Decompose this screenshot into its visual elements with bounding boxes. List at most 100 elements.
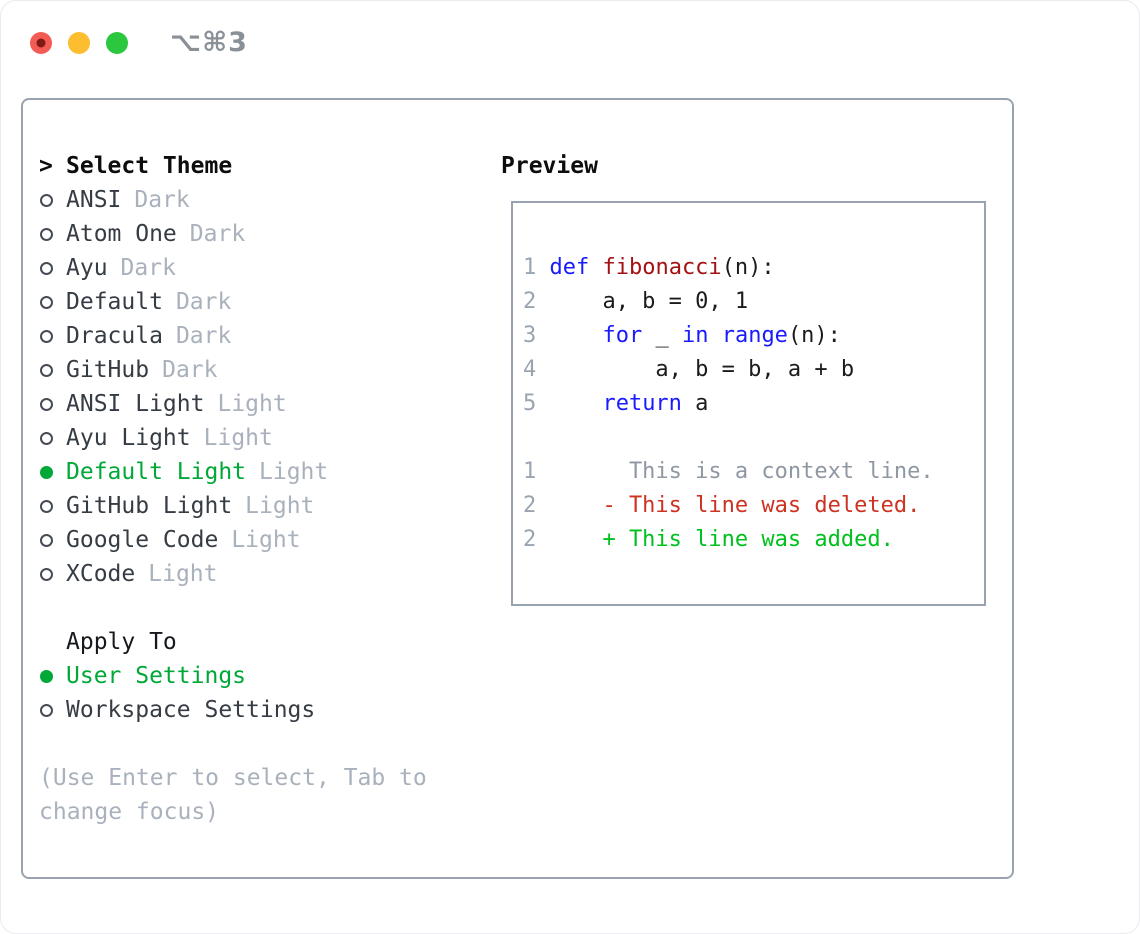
theme-item-github[interactable]: GitHub Dark	[39, 353, 427, 387]
theme-item-ayu[interactable]: Ayu Dark	[39, 251, 427, 285]
code-segment-plain: (n):	[787, 323, 841, 348]
spacer-row	[39, 727, 427, 761]
window-titlebar: ⌥⌘3	[30, 27, 248, 58]
cursor-glyph: >	[39, 153, 53, 179]
radio-icon	[40, 669, 53, 683]
radio-wrap	[39, 329, 66, 343]
theme-variant: Light	[148, 561, 218, 587]
code-segment-plain	[549, 391, 602, 416]
code-segment-plain: a, b = b, a + b	[549, 357, 855, 382]
code-segment-plain	[589, 255, 602, 280]
line-number: 2	[523, 527, 537, 552]
preview-heading: Preview	[501, 153, 598, 179]
code-line: 5 return a	[523, 387, 984, 421]
radio-wrap	[39, 533, 66, 547]
theme-list-header: > Select Theme	[39, 149, 427, 183]
theme-item-atom-one[interactable]: Atom One Dark	[39, 217, 427, 251]
line-number: 5	[523, 391, 537, 416]
radio-wrap	[39, 567, 66, 581]
theme-name: ANSI Light	[66, 391, 205, 417]
radio-wrap	[39, 295, 66, 309]
code-segment-plain: _	[642, 323, 682, 348]
radio-icon	[40, 295, 53, 309]
line-number: 1	[523, 255, 537, 280]
code-line: 1 def fibonacci(n):	[523, 251, 984, 285]
theme-item-dracula[interactable]: Dracula Dark	[39, 319, 427, 353]
theme-name: Ayu Light	[66, 425, 191, 451]
unsaved-indicator-icon	[36, 38, 46, 47]
theme-name: Dracula	[66, 323, 163, 349]
radio-icon	[40, 465, 53, 479]
code-line: 4 a, b = b, a + b	[523, 353, 984, 387]
cursor-icon: >	[39, 153, 66, 179]
radio-wrap	[39, 193, 66, 207]
code-segment-keyword: for	[602, 323, 643, 348]
code-segment-keyword: def	[549, 255, 590, 280]
theme-name: Default Light	[66, 459, 247, 485]
close-button[interactable]	[30, 31, 52, 54]
theme-variant: Dark	[162, 357, 218, 383]
theme-variant: Dark	[189, 221, 246, 247]
radio-icon	[40, 363, 53, 377]
code-line	[523, 421, 984, 455]
maximize-button[interactable]	[106, 31, 128, 54]
radio-icon	[40, 329, 53, 343]
theme-variant: Dark	[175, 323, 232, 349]
theme-list-title: Select Theme	[66, 153, 233, 179]
code-segment-deleted: - This line was deleted.	[549, 493, 921, 518]
spacer-row	[39, 591, 427, 625]
theme-name: GitHub Light	[66, 493, 233, 519]
line-number: 2	[523, 493, 537, 518]
line-number: 3	[523, 323, 537, 348]
code-segment-plain	[708, 323, 721, 348]
code-segment-plain: a, b = 0, 1	[549, 289, 749, 314]
help-text-line-2: change focus)	[39, 799, 220, 825]
theme-item-xcode[interactable]: XCode Light	[39, 557, 427, 591]
line-number: 2	[523, 289, 537, 314]
radio-wrap	[39, 363, 66, 377]
theme-variant: Dark	[120, 255, 176, 281]
code-line: 2 - This line was deleted.	[523, 489, 984, 523]
minimize-button[interactable]	[68, 31, 90, 54]
radio-icon	[40, 567, 53, 581]
radio-icon	[40, 703, 53, 717]
radio-wrap	[39, 703, 66, 717]
code-segment-plain: (n):	[721, 255, 775, 280]
theme-name: GitHub	[66, 357, 150, 383]
theme-name: Default	[66, 289, 163, 315]
apply-to-header: Apply To	[39, 625, 427, 659]
radio-wrap	[39, 397, 66, 411]
radio-wrap	[39, 227, 66, 241]
code-segment-context: This is a context line.	[549, 459, 934, 484]
apply-option-user-settings[interactable]: User Settings	[39, 659, 427, 693]
code-segment-function: fibonacci	[602, 255, 722, 280]
apply-option-label: User Settings	[66, 663, 247, 689]
code-segment-keyword: in	[681, 323, 709, 348]
code-segment-plain: a	[681, 391, 709, 416]
apply-option-label: Workspace Settings	[66, 697, 316, 723]
radio-icon	[40, 261, 53, 275]
theme-name: Ayu	[66, 255, 108, 281]
radio-wrap	[39, 499, 66, 513]
code-segment-added: + This line was added.	[549, 527, 894, 552]
theme-name: Google Code	[66, 527, 219, 553]
help-text-line-1: (Use Enter to select, Tab to	[39, 765, 427, 791]
radio-icon	[40, 533, 53, 547]
theme-name: XCode	[66, 561, 136, 587]
window-title: ⌥⌘3	[170, 27, 248, 58]
apply-option-workspace-settings[interactable]: Workspace Settings	[39, 693, 427, 727]
theme-name: Atom One	[66, 221, 177, 247]
code-segment-plain	[549, 323, 602, 348]
radio-icon	[40, 397, 53, 411]
